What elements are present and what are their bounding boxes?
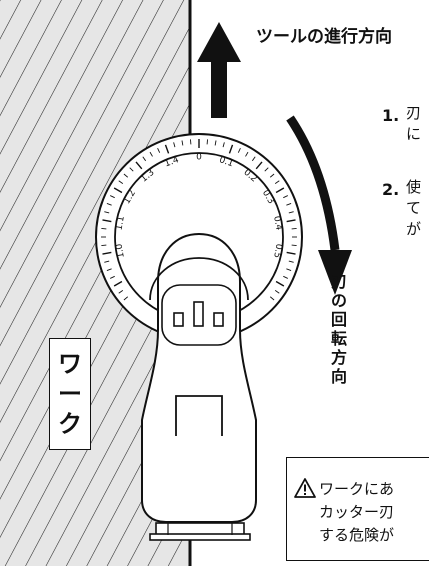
dial-tick [142,156,147,162]
dial-tick [164,144,170,154]
dial-tick [109,275,115,279]
dial-tick [181,140,184,146]
dial-tick [173,142,176,148]
dial-tick [118,180,124,185]
dial-tick [264,167,269,172]
dial-tick [129,167,134,172]
travel-direction-label: ツールの進行方向 [256,27,392,47]
dial-tick [123,173,129,178]
dial-tick [102,251,112,255]
dial-tick [104,211,110,214]
dial-scale-label: 1.4 [163,155,180,169]
dial-tick [102,219,112,223]
dial-tick [157,147,161,153]
warning-box: ワークにあ カッター刃 する危険が [286,457,429,561]
warning-line-1: ワークにあ [319,480,395,498]
dial-tick [251,156,256,162]
step-1-number: 1. [382,106,400,125]
step-2-number: 2. [382,180,400,199]
warning-triangle-icon [294,478,316,498]
dial-tick [149,151,153,157]
step-1-line-2: に [406,125,422,143]
warning-line-2: カッター刃 [319,503,395,521]
dial-tick [106,268,112,271]
dial-scale-label: 1.1 [115,215,127,231]
dial-scale-label: 0.1 [218,155,235,169]
dial-tick [214,140,217,146]
dial-scale-label: 1.0 [114,243,126,259]
dial-ticks [101,139,297,301]
dial-tick [237,147,241,153]
step-2-line-2: て [406,199,422,217]
dial-tick [275,187,285,194]
step-2-line-3: が [406,220,422,238]
travel-direction-arrow [197,22,241,118]
dial-tick [274,180,280,185]
dial-scale-label: 0 [196,153,202,163]
dial-tick [274,289,280,294]
workpiece-label: ワーク [58,350,82,438]
dial-tick [118,289,124,294]
dial-tick [288,211,294,214]
step-2-line-1: 使 [406,178,422,196]
dial-tick [106,203,112,206]
dial-tick [109,195,115,199]
dial-tick [255,161,263,170]
dial-tick [286,219,296,223]
dial-tick [113,187,123,194]
dial-tick [222,142,225,148]
dial-tick [283,275,289,279]
workpiece-label-box: ワーク [49,338,91,450]
dial-scale-label: 0.5 [271,243,283,259]
dial-scale-label: 0.4 [271,215,283,231]
rotation-direction-arrow [286,115,352,295]
dial-tick [135,161,143,170]
dial-tick [288,260,294,263]
dial-tick [286,251,296,255]
dial-tick [269,296,275,301]
dial-tick [228,144,234,154]
dial-tick [123,296,129,301]
dial-tick [104,260,110,263]
dial-tick [283,195,289,199]
tool-body [141,232,257,541]
dial-tick [269,173,275,178]
warning-line-3: する危険が [319,526,395,544]
dial-tick [113,280,123,287]
step-1-line-1: 刃 [406,104,422,122]
dial-tick [275,280,285,287]
dial-tick [286,268,292,271]
dial-tick [286,203,292,206]
dial-tick [245,151,249,157]
rotation-direction-label: 刃の回転方向 [330,272,347,386]
